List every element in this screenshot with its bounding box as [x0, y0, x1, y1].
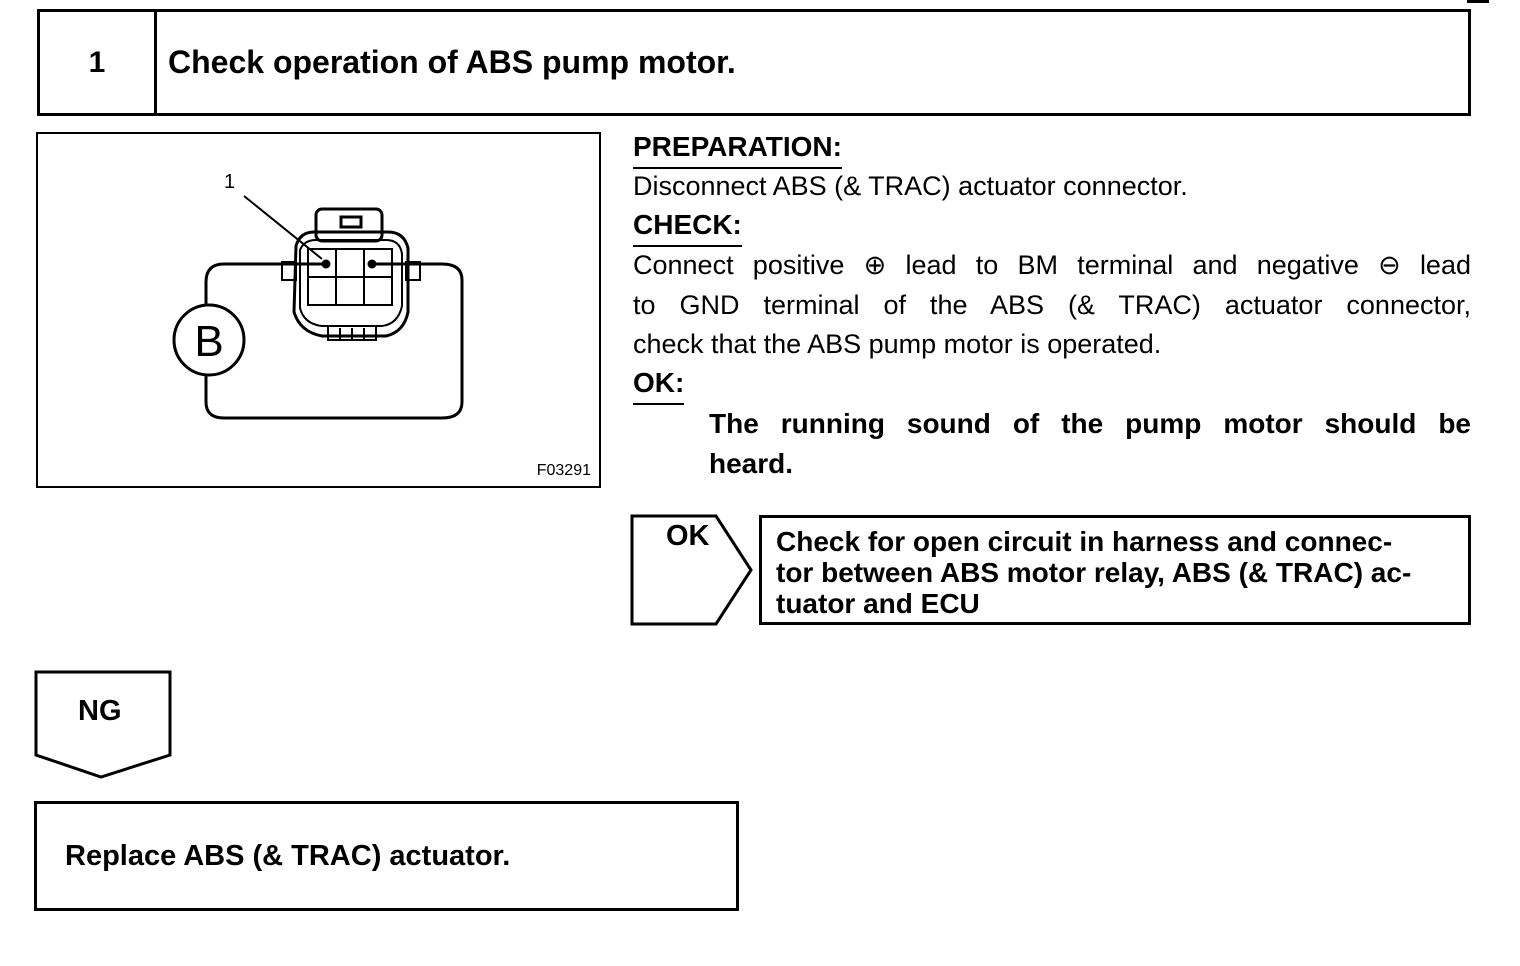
battery-label: B [194, 317, 223, 366]
latch-slot [339, 215, 363, 229]
ok-result-text: Check for open circuit in harness and co… [776, 526, 1456, 619]
step-number: 1 [40, 12, 157, 113]
ok-result-line-1: Check for open circuit in harness and co… [776, 526, 1393, 557]
callout-1: 1 [224, 171, 235, 193]
step-header: 1 Check operation of ABS pump motor. [37, 9, 1471, 116]
check-line-2: to GND terminal of the ABS (& TRAC) actu… [633, 290, 1471, 320]
step-title: Check operation of ABS pump motor. [168, 44, 736, 80]
connector-latch [314, 207, 384, 243]
check-label: CHECK: [633, 207, 742, 247]
ng-arrow-flag [34, 670, 172, 779]
ok-tag: OK [666, 520, 710, 552]
ok-result-line-2: tor between ABS motor relay, ABS (& TRAC… [776, 557, 1412, 588]
ng-result-box: Replace ABS (& TRAC) actuator. [34, 801, 739, 911]
connector-housing [292, 230, 410, 338]
left-tab [281, 261, 297, 281]
ok-result-box: Check for open circuit in harness and co… [759, 515, 1471, 625]
check-line-1: Connect positive ⊕ lead to BM terminal a… [633, 250, 1471, 280]
battery-circle [172, 303, 246, 377]
ok-line-1: The running sound of the pump motor shou… [709, 408, 1471, 439]
ok-arrow-flag [630, 514, 753, 626]
connector-inner [299, 239, 403, 327]
ok-label: OK: [633, 365, 685, 405]
ng-result-text: Replace ABS (& TRAC) actuator. [65, 840, 511, 872]
corner-mark [1467, 0, 1489, 3]
terminal-bm-dot [321, 259, 331, 269]
preparation-text: Disconnect ABS (& TRAC) actuator connect… [633, 171, 1188, 201]
connector-diagram-drawing: 1 B [172, 171, 464, 420]
ok-line-2: heard. [709, 448, 794, 479]
connector-diagram: 1 B F03291 [36, 132, 601, 488]
preparation-label: PREPARATION: [633, 129, 842, 169]
terminal-gnd-dot [367, 259, 377, 269]
ng-tag: NG [78, 695, 122, 727]
callout-leader [243, 195, 323, 260]
ok-result-line-3: tuator and ECU [776, 588, 980, 619]
wire-top-left [204, 262, 283, 306]
check-line-3: check that the ABS pump motor is operate… [633, 329, 1162, 359]
right-tab [405, 261, 421, 281]
figure-code: F03291 [536, 462, 591, 479]
wire-loop [204, 262, 464, 420]
